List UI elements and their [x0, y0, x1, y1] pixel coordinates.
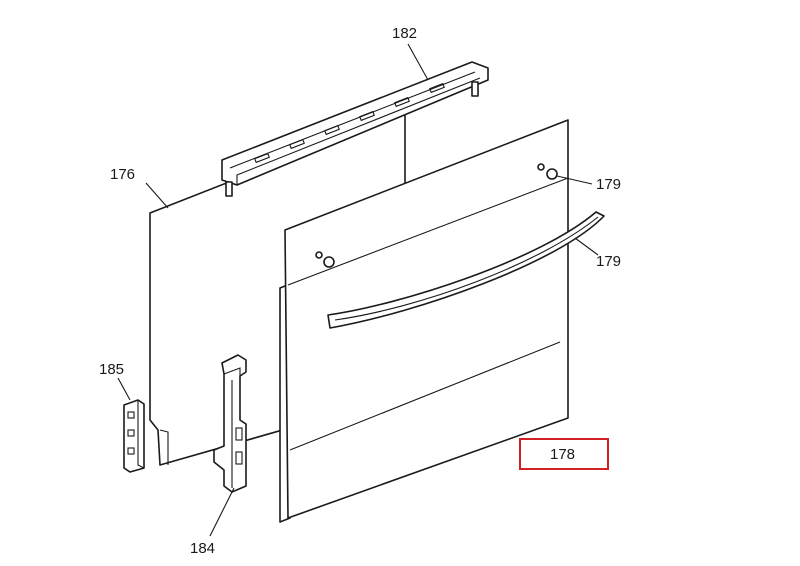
door-hinge	[213, 354, 247, 493]
part-label-176: 176	[110, 166, 136, 183]
part-label-184: 184	[190, 540, 216, 557]
part-label-178: 178	[550, 446, 576, 463]
part-label-179-handle: 179	[596, 253, 622, 270]
door-handle	[327, 211, 605, 329]
part-label-179-knob: 179	[596, 176, 622, 193]
left-bracket	[123, 399, 145, 473]
part-label-185: 185	[99, 361, 125, 378]
trim-slots	[254, 82, 445, 164]
highlighted-part-callout	[519, 438, 609, 470]
leader-lines	[117, 43, 599, 537]
top-trim-strip	[221, 61, 489, 197]
part-label-182: 182	[392, 25, 418, 42]
outer-door-panel	[279, 119, 569, 523]
